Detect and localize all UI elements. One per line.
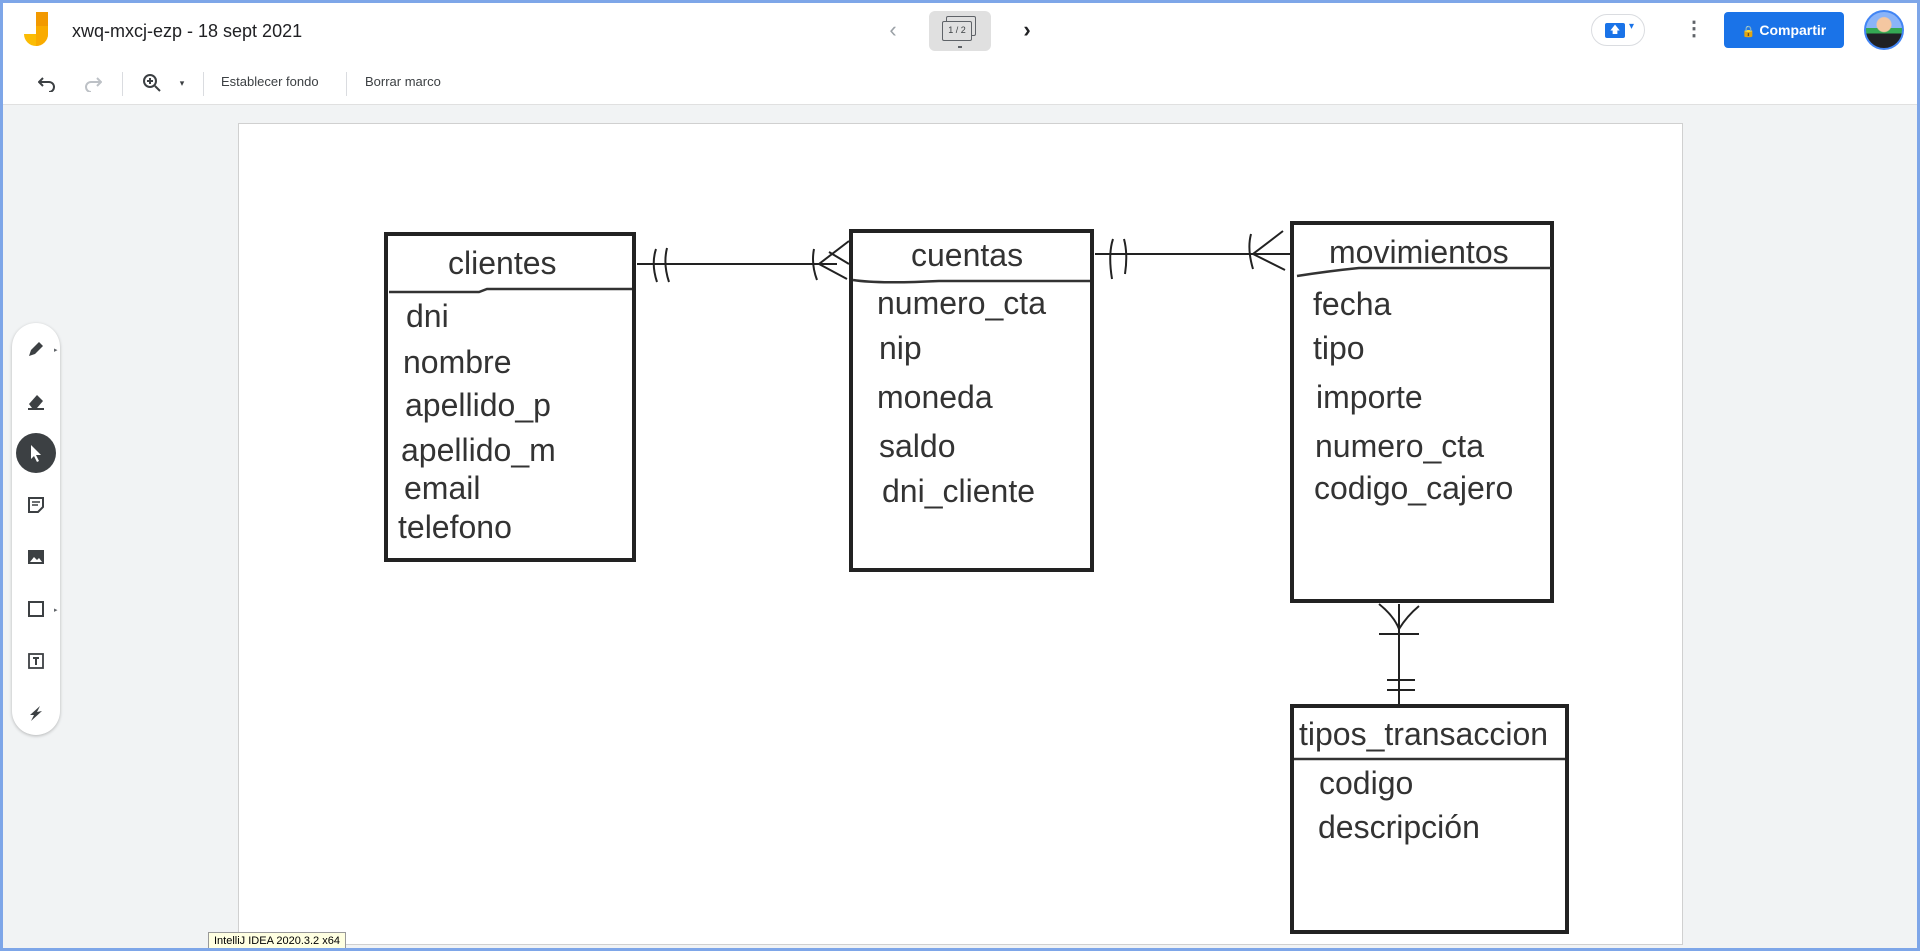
- field-movimientos: codigo_cajero: [1314, 470, 1513, 506]
- crowsfoot-movimientos-bottom: [1378, 603, 1420, 635]
- next-frame-button[interactable]: ›: [1014, 16, 1040, 44]
- one-mark-cuentas: [1109, 238, 1128, 280]
- entity-box-cuentas: [849, 229, 1094, 572]
- zoom-dropdown[interactable]: ▾: [174, 70, 190, 96]
- sticky-note-tool[interactable]: [16, 485, 56, 525]
- entity-box-clientes: [384, 232, 636, 562]
- field-clientes: telefono: [398, 509, 512, 545]
- jamboard-logo-icon: [22, 12, 50, 48]
- redo-icon: [85, 77, 103, 93]
- image-icon: [28, 550, 44, 564]
- caret-right-icon: ▸: [54, 607, 58, 614]
- one-mark-clientes: [652, 247, 670, 283]
- field-clientes: dni: [406, 298, 449, 334]
- field-cuentas: dni_cliente: [882, 473, 1035, 509]
- er-diagram: clientes cuentas movimientos tipos_trans…: [384, 221, 1569, 934]
- expand-indicator: [958, 46, 962, 48]
- frame-indicator: 1 / 2: [942, 21, 972, 41]
- chevron-right-icon: ›: [1023, 17, 1031, 42]
- set-background-button[interactable]: Establecer fondo: [221, 74, 319, 89]
- field-tipos-transaccion: codigo: [1319, 765, 1413, 801]
- crowsfoot-cuentas: [812, 240, 850, 281]
- field-movimientos: numero_cta: [1315, 428, 1484, 464]
- square-icon: [28, 601, 44, 617]
- field-clientes: apellido_m: [401, 432, 556, 468]
- text-box-tool[interactable]: [16, 641, 56, 681]
- chevron-left-icon: ‹: [889, 17, 897, 42]
- field-cuentas: saldo: [879, 428, 956, 464]
- field-cuentas: moneda: [877, 379, 993, 415]
- header-divider-movimientos: [1296, 266, 1551, 278]
- present-button[interactable]: 🡅 ▾: [1591, 14, 1645, 46]
- divider: [122, 72, 123, 96]
- tool-palette: ▸ ▸: [12, 323, 60, 735]
- zoom-in-icon: [143, 74, 161, 92]
- field-tipos-transaccion: descripción: [1318, 809, 1480, 845]
- entity-box-tipos-transaccion: [1290, 704, 1569, 934]
- header-divider-cuentas: [852, 278, 1090, 284]
- entity-title-clientes: clientes: [448, 245, 557, 281]
- select-tool[interactable]: [16, 433, 56, 473]
- clear-frame-button[interactable]: Borrar marco: [365, 74, 441, 89]
- top-bar: xwq-mxcj-ezp - 18 sept 2021 ‹ 1 / 2 › 🡅 …: [0, 0, 1920, 63]
- pen-icon: [29, 342, 43, 356]
- upload-icon: 🡅: [1605, 23, 1625, 38]
- text-box-icon: [28, 653, 44, 669]
- jam-canvas[interactable]: clientes cuentas movimientos tipos_trans…: [238, 123, 1683, 945]
- frame-bar-toggle[interactable]: 1 / 2: [929, 11, 991, 51]
- field-movimientos: importe: [1316, 379, 1423, 415]
- divider: [203, 72, 204, 96]
- redo-button[interactable]: [80, 70, 106, 96]
- previous-frame-button[interactable]: ‹: [880, 16, 906, 44]
- image-tool[interactable]: [16, 537, 56, 577]
- laser-icon: [30, 706, 42, 721]
- taskbar-tooltip: IntelliJ IDEA 2020.3.2 x64: [208, 932, 346, 951]
- one-mark-tipos: [1387, 679, 1415, 691]
- share-label: Compartir: [1759, 22, 1827, 38]
- field-movimientos: fecha: [1313, 286, 1391, 322]
- caret-down-icon: ▾: [1629, 21, 1635, 32]
- sticky-note-icon: [28, 497, 44, 513]
- crowsfoot-movimientos: [1248, 230, 1286, 271]
- caret-down-icon: ▾: [179, 78, 185, 88]
- field-clientes: nombre: [403, 344, 512, 380]
- undo-button[interactable]: [34, 70, 60, 96]
- entity-title-movimientos: movimientos: [1329, 234, 1509, 270]
- field-movimientos: tipo: [1313, 330, 1365, 366]
- laser-tool[interactable]: [16, 693, 56, 733]
- undo-icon: [37, 77, 55, 93]
- document-title[interactable]: xwq-mxcj-ezp - 18 sept 2021: [72, 21, 303, 41]
- entity-title-tipos-transaccion: tipos_transaccion: [1299, 716, 1548, 752]
- caret-right-icon: ▸: [54, 347, 58, 354]
- eraser-icon: [28, 395, 44, 410]
- cursor-icon: [31, 445, 41, 462]
- eraser-tool[interactable]: [16, 381, 56, 421]
- field-cuentas: numero_cta: [877, 285, 1046, 321]
- entity-title-cuentas: cuentas: [911, 237, 1023, 273]
- divider: [346, 72, 347, 96]
- shape-tool[interactable]: ▸: [16, 589, 58, 629]
- field-clientes: email: [404, 470, 480, 506]
- field-cuentas: nip: [879, 330, 922, 366]
- more-options-button[interactable]: ⋮: [1682, 14, 1706, 46]
- zoom-button[interactable]: [139, 70, 165, 96]
- account-avatar[interactable]: [1864, 10, 1904, 50]
- header-divider-clientes: [389, 287, 632, 294]
- lock-icon: 🔒: [1741, 26, 1756, 38]
- share-button[interactable]: 🔒 Compartir: [1724, 12, 1844, 48]
- entity-box-movimientos: [1290, 221, 1554, 603]
- more-vert-icon: ⋮: [1684, 18, 1704, 40]
- pen-tool[interactable]: ▸: [16, 329, 58, 369]
- edit-toolbar: ▾ Establecer fondo Borrar marco: [0, 62, 1920, 105]
- field-clientes: apellido_p: [405, 387, 551, 423]
